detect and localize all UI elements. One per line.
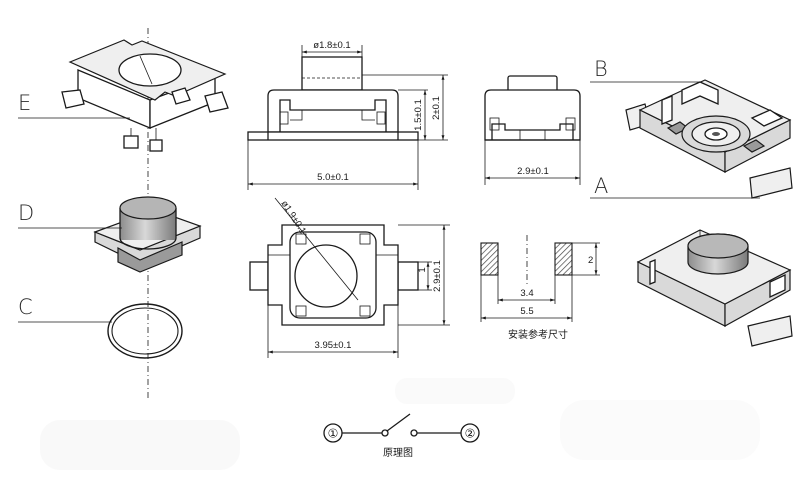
front-housing bbox=[267, 89, 399, 133]
top-view: ø1.9±0.1 2.9±0.1 1 3.95±0.1 bbox=[249, 197, 450, 358]
top-housing bbox=[267, 224, 399, 326]
assembled-button bbox=[687, 233, 749, 259]
dim-pad-height: 2 bbox=[588, 255, 593, 266]
dim-top-width: 2.9±0.1 bbox=[432, 260, 443, 292]
terminal-right bbox=[397, 261, 419, 291]
dome-c bbox=[107, 303, 183, 359]
cover-frame-e bbox=[61, 39, 229, 152]
dim-top-length: 3.95±0.1 bbox=[315, 340, 352, 351]
side-housing bbox=[484, 89, 581, 141]
land-pattern-caption: 安装参考尺寸 bbox=[508, 328, 568, 341]
land-pattern: 2 3.4 5.5 安装参考尺寸 bbox=[480, 235, 600, 341]
schematic-caption: 原理图 bbox=[383, 447, 413, 459]
dim-button-diameter: ø1.8±0.1 bbox=[313, 40, 350, 51]
terminal-left bbox=[249, 261, 269, 291]
dim-side-width: 2.9±0.1 bbox=[517, 166, 549, 177]
dim-outer-spacing: 5.5 bbox=[520, 306, 533, 317]
dim-body-height: 1.5±0.1 bbox=[413, 99, 424, 131]
label-a: A bbox=[594, 174, 608, 198]
exploded-view: E D C bbox=[18, 28, 229, 398]
dim-terminal-width: 1 bbox=[417, 267, 428, 272]
front-view: ø1.8±0.1 1.5±0.1 2±0.1 5.0±0.1 bbox=[247, 40, 448, 190]
schematic-terminal-1: ① bbox=[328, 427, 339, 441]
background-smudges bbox=[40, 378, 760, 470]
front-terminals bbox=[247, 131, 419, 141]
switch-lever bbox=[386, 413, 411, 432]
dim-total-height: 2±0.1 bbox=[431, 96, 442, 120]
assembled-terminal bbox=[747, 315, 793, 347]
dim-length: 5.0±0.1 bbox=[317, 172, 349, 183]
label-c: C bbox=[18, 295, 33, 319]
actuator-d bbox=[93, 196, 202, 273]
schematic: ① ② 原理图 bbox=[323, 413, 480, 459]
isometric-assembled bbox=[636, 229, 793, 347]
pad-left bbox=[480, 242, 499, 276]
label-e: E bbox=[18, 91, 31, 115]
side-view: 2.9±0.1 bbox=[484, 75, 581, 185]
top-button-circle bbox=[294, 244, 358, 308]
front-button bbox=[301, 56, 363, 91]
dim-inner-spacing: 3.4 bbox=[520, 288, 533, 299]
label-d: D bbox=[18, 201, 34, 225]
label-b: B bbox=[594, 57, 608, 81]
isometric-base bbox=[625, 79, 793, 199]
base-terminal-right bbox=[749, 167, 793, 199]
schematic-terminal-2: ② bbox=[465, 427, 476, 441]
pad-right bbox=[554, 242, 573, 276]
